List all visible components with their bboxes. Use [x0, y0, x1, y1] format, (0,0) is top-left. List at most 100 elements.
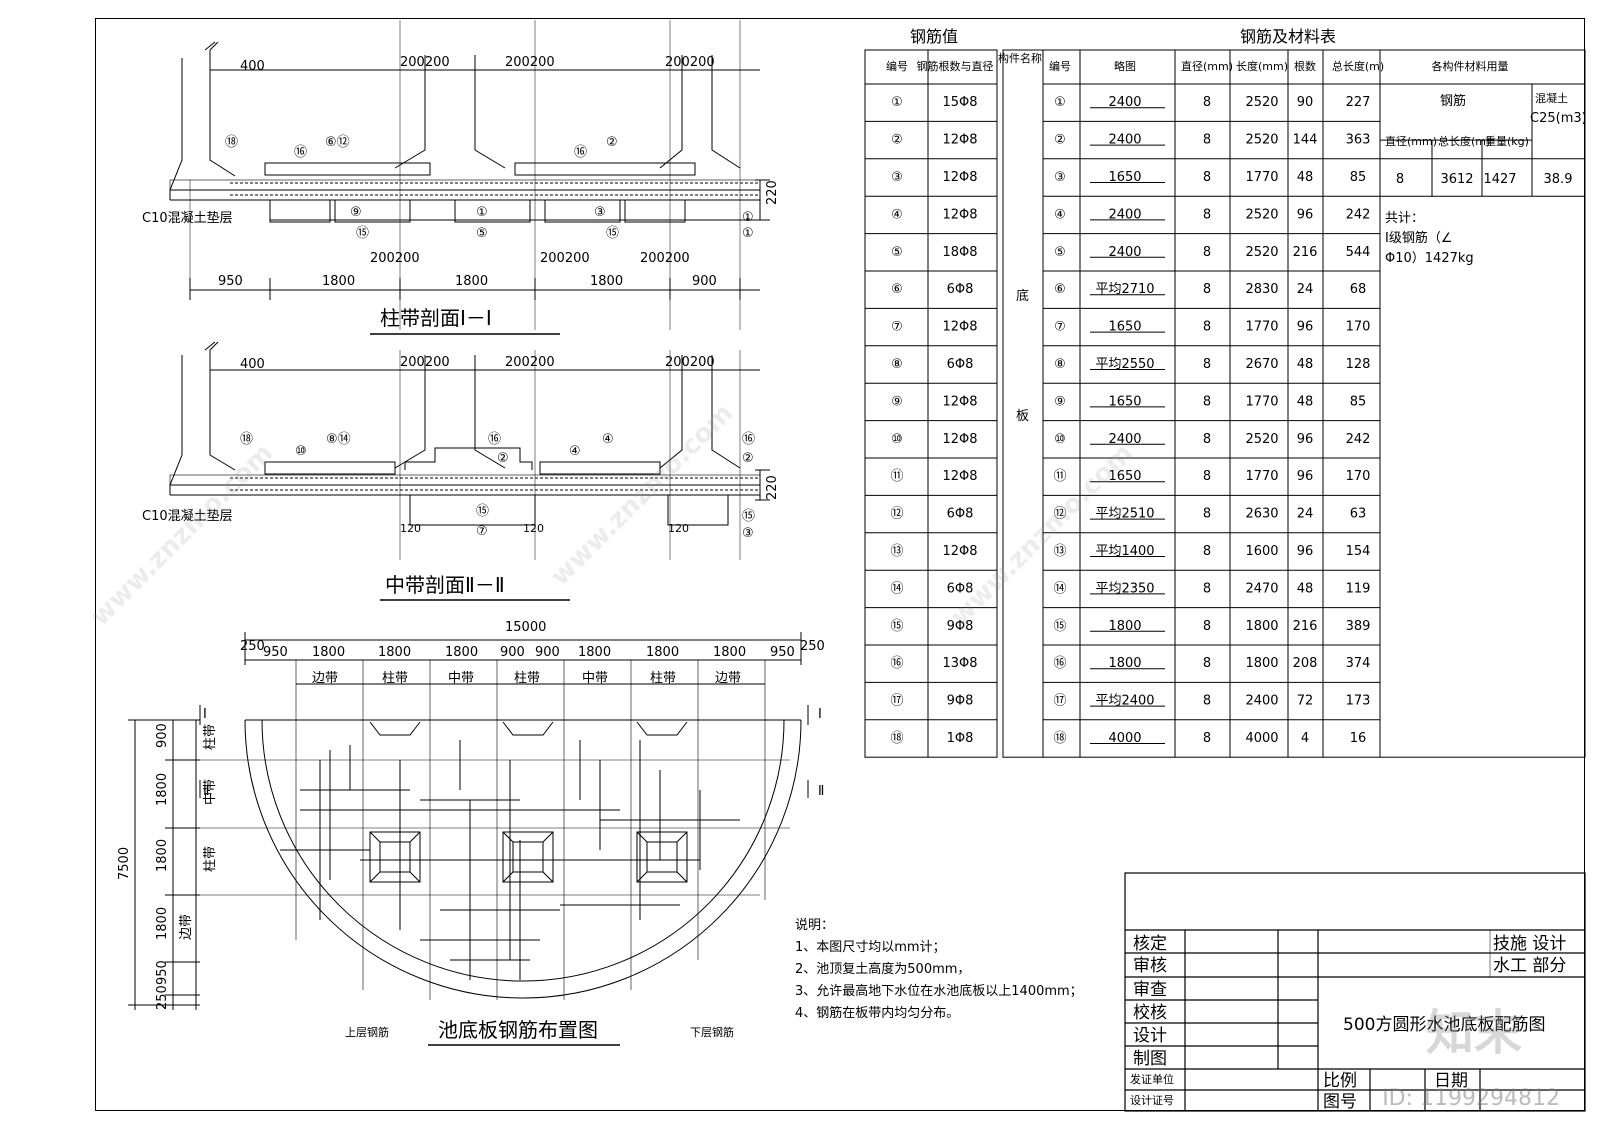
table-cell: 8 [1203, 207, 1211, 222]
rebar-mark: ④ [602, 432, 614, 447]
dim-text: 200200 [665, 355, 715, 370]
section-1-drawing [169, 20, 770, 335]
role-label: 设计 [1133, 1026, 1167, 1046]
table-cell: 8 [1203, 282, 1211, 297]
dim-text: 1800 [378, 645, 411, 660]
table-cell: ⑱ [1053, 731, 1066, 746]
table-cell: 12Φ8 [942, 469, 977, 484]
drawing-title: 500方圆形水池底板配筋图 [1343, 1015, 1545, 1035]
dim-text: 200200 [665, 55, 715, 70]
table-cell: 9Φ8 [947, 694, 974, 709]
total-text: 共计： [1385, 211, 1424, 226]
table-cell: 8 [1203, 731, 1211, 746]
dim-text: 200200 [640, 251, 690, 266]
table-cell: 2520 [1245, 207, 1278, 222]
table-header: 长度(mm) [1236, 59, 1288, 73]
watermark-id: ID: 1199294812 [1382, 1086, 1560, 1111]
table-cell: 12Φ8 [942, 544, 977, 559]
table-cell: 16 [1350, 731, 1367, 746]
rebar-mark: ⑮ [606, 226, 619, 241]
table-cell: ② [891, 133, 903, 148]
table-cell: 242 [1346, 432, 1371, 447]
table-cell: 8 [1203, 507, 1211, 522]
plan-drawing [128, 632, 809, 1046]
table-cell: 9Φ8 [947, 619, 974, 634]
table-cell: 平均2510 [1095, 507, 1154, 522]
component-name: 底 [1016, 288, 1029, 304]
band-label: 柱带 [650, 671, 676, 686]
table-cell: 96 [1297, 207, 1314, 222]
table-cell: 170 [1346, 320, 1371, 335]
dim-text: 1800 [590, 274, 623, 289]
dim-text: 900 [155, 723, 170, 748]
table-cell: 242 [1346, 207, 1371, 222]
rebar-mark: ⑧⑭ [326, 432, 351, 447]
table-cell: 2520 [1245, 133, 1278, 148]
rebar-mark: ② [497, 451, 509, 466]
table-cell: 216 [1293, 245, 1318, 260]
scale-label: 比例 [1323, 1071, 1357, 1091]
rebar-mark: ⑯ [574, 145, 587, 160]
table-cell: 4000 [1245, 731, 1278, 746]
note-item: 2、池顶复土高度为500mm， [795, 961, 970, 977]
role-label: 校核 [1133, 1003, 1167, 1023]
table-header: 直径(mm) [1181, 59, 1233, 73]
table-cell: 8 [1203, 133, 1211, 148]
table-cell: 1770 [1245, 320, 1278, 335]
table-cell: 6Φ8 [947, 507, 974, 522]
table-cell: 1800 [1108, 656, 1141, 671]
table-cell: ⑮ [890, 619, 903, 634]
rebar-mark: ① [476, 205, 488, 220]
table-cell: 2400 [1108, 95, 1141, 110]
table-cell: 72 [1297, 694, 1314, 709]
table-cell: ⑩ [891, 432, 903, 447]
dim-text: 200200 [540, 251, 590, 266]
table-cell: 8 [1203, 469, 1211, 484]
table-cell: ④ [891, 207, 903, 222]
table-cell: 1800 [1108, 619, 1141, 634]
table-cell: 85 [1350, 394, 1367, 409]
dim-text: 900 [535, 645, 560, 660]
table-cell: 216 [1293, 619, 1318, 634]
material-subheader: 重量(kg) [1485, 134, 1529, 148]
component-name: 板 [1016, 409, 1029, 424]
dim-text: 200200 [400, 55, 450, 70]
dim-text: 950 [218, 274, 243, 289]
table-header: 编号 [886, 59, 908, 73]
sheet-label: 图号 [1323, 1092, 1357, 1112]
table-cell: ④ [1054, 207, 1066, 222]
table-cell: 平均2710 [1095, 282, 1154, 297]
table-cell: 8 [1203, 432, 1211, 447]
rebar-mark: ⑱ [225, 135, 238, 150]
table-cell: 2520 [1245, 245, 1278, 260]
material-subheader: 直径(mm) [1385, 134, 1437, 148]
table-cell: ⑪ [890, 469, 903, 484]
upper-rebar-label: 上层钢筋 [345, 1025, 389, 1039]
table-header: 钢筋根数与直径 [917, 59, 994, 73]
rebar-material-table: 钢筋及材料表 构件名称 编号 略图 直径(mm) 长度(mm) 根数 总长度(m… [998, 27, 1587, 758]
role-label: 审核 [1133, 956, 1167, 976]
dim-text: 250 [800, 639, 825, 654]
rebar-mark: ⑮ [356, 226, 369, 241]
watermark-logo: 知末 [1425, 1005, 1522, 1061]
material-subheader: 总长度(m) [1438, 134, 1490, 148]
total-width-dim: 15000 [505, 620, 546, 635]
table-cell: 1650 [1108, 320, 1141, 335]
table-cell: ⑦ [1054, 320, 1066, 335]
table-header: 根数 [1294, 59, 1316, 73]
table-cell: 227 [1346, 95, 1371, 110]
concrete-label: 混凝土 [1535, 91, 1568, 105]
table-cell: 154 [1346, 544, 1371, 559]
table-cell: ⑥ [891, 282, 903, 297]
table-header: 构件名称 [998, 51, 1042, 65]
table-cell: 2670 [1245, 357, 1278, 372]
table-cell: 12Φ8 [942, 207, 977, 222]
table-cell: 8 [1203, 245, 1211, 260]
table-cell: 2400 [1108, 207, 1141, 222]
table-cell: ⑧ [1054, 357, 1066, 372]
table-cell: 8 [1203, 544, 1211, 559]
table-cell: 2400 [1108, 133, 1141, 148]
table-cell: ⑰ [890, 694, 903, 709]
dim-text: 1800 [322, 274, 355, 289]
section-1-title: 柱带剖面Ⅰ－Ⅰ [380, 306, 492, 330]
